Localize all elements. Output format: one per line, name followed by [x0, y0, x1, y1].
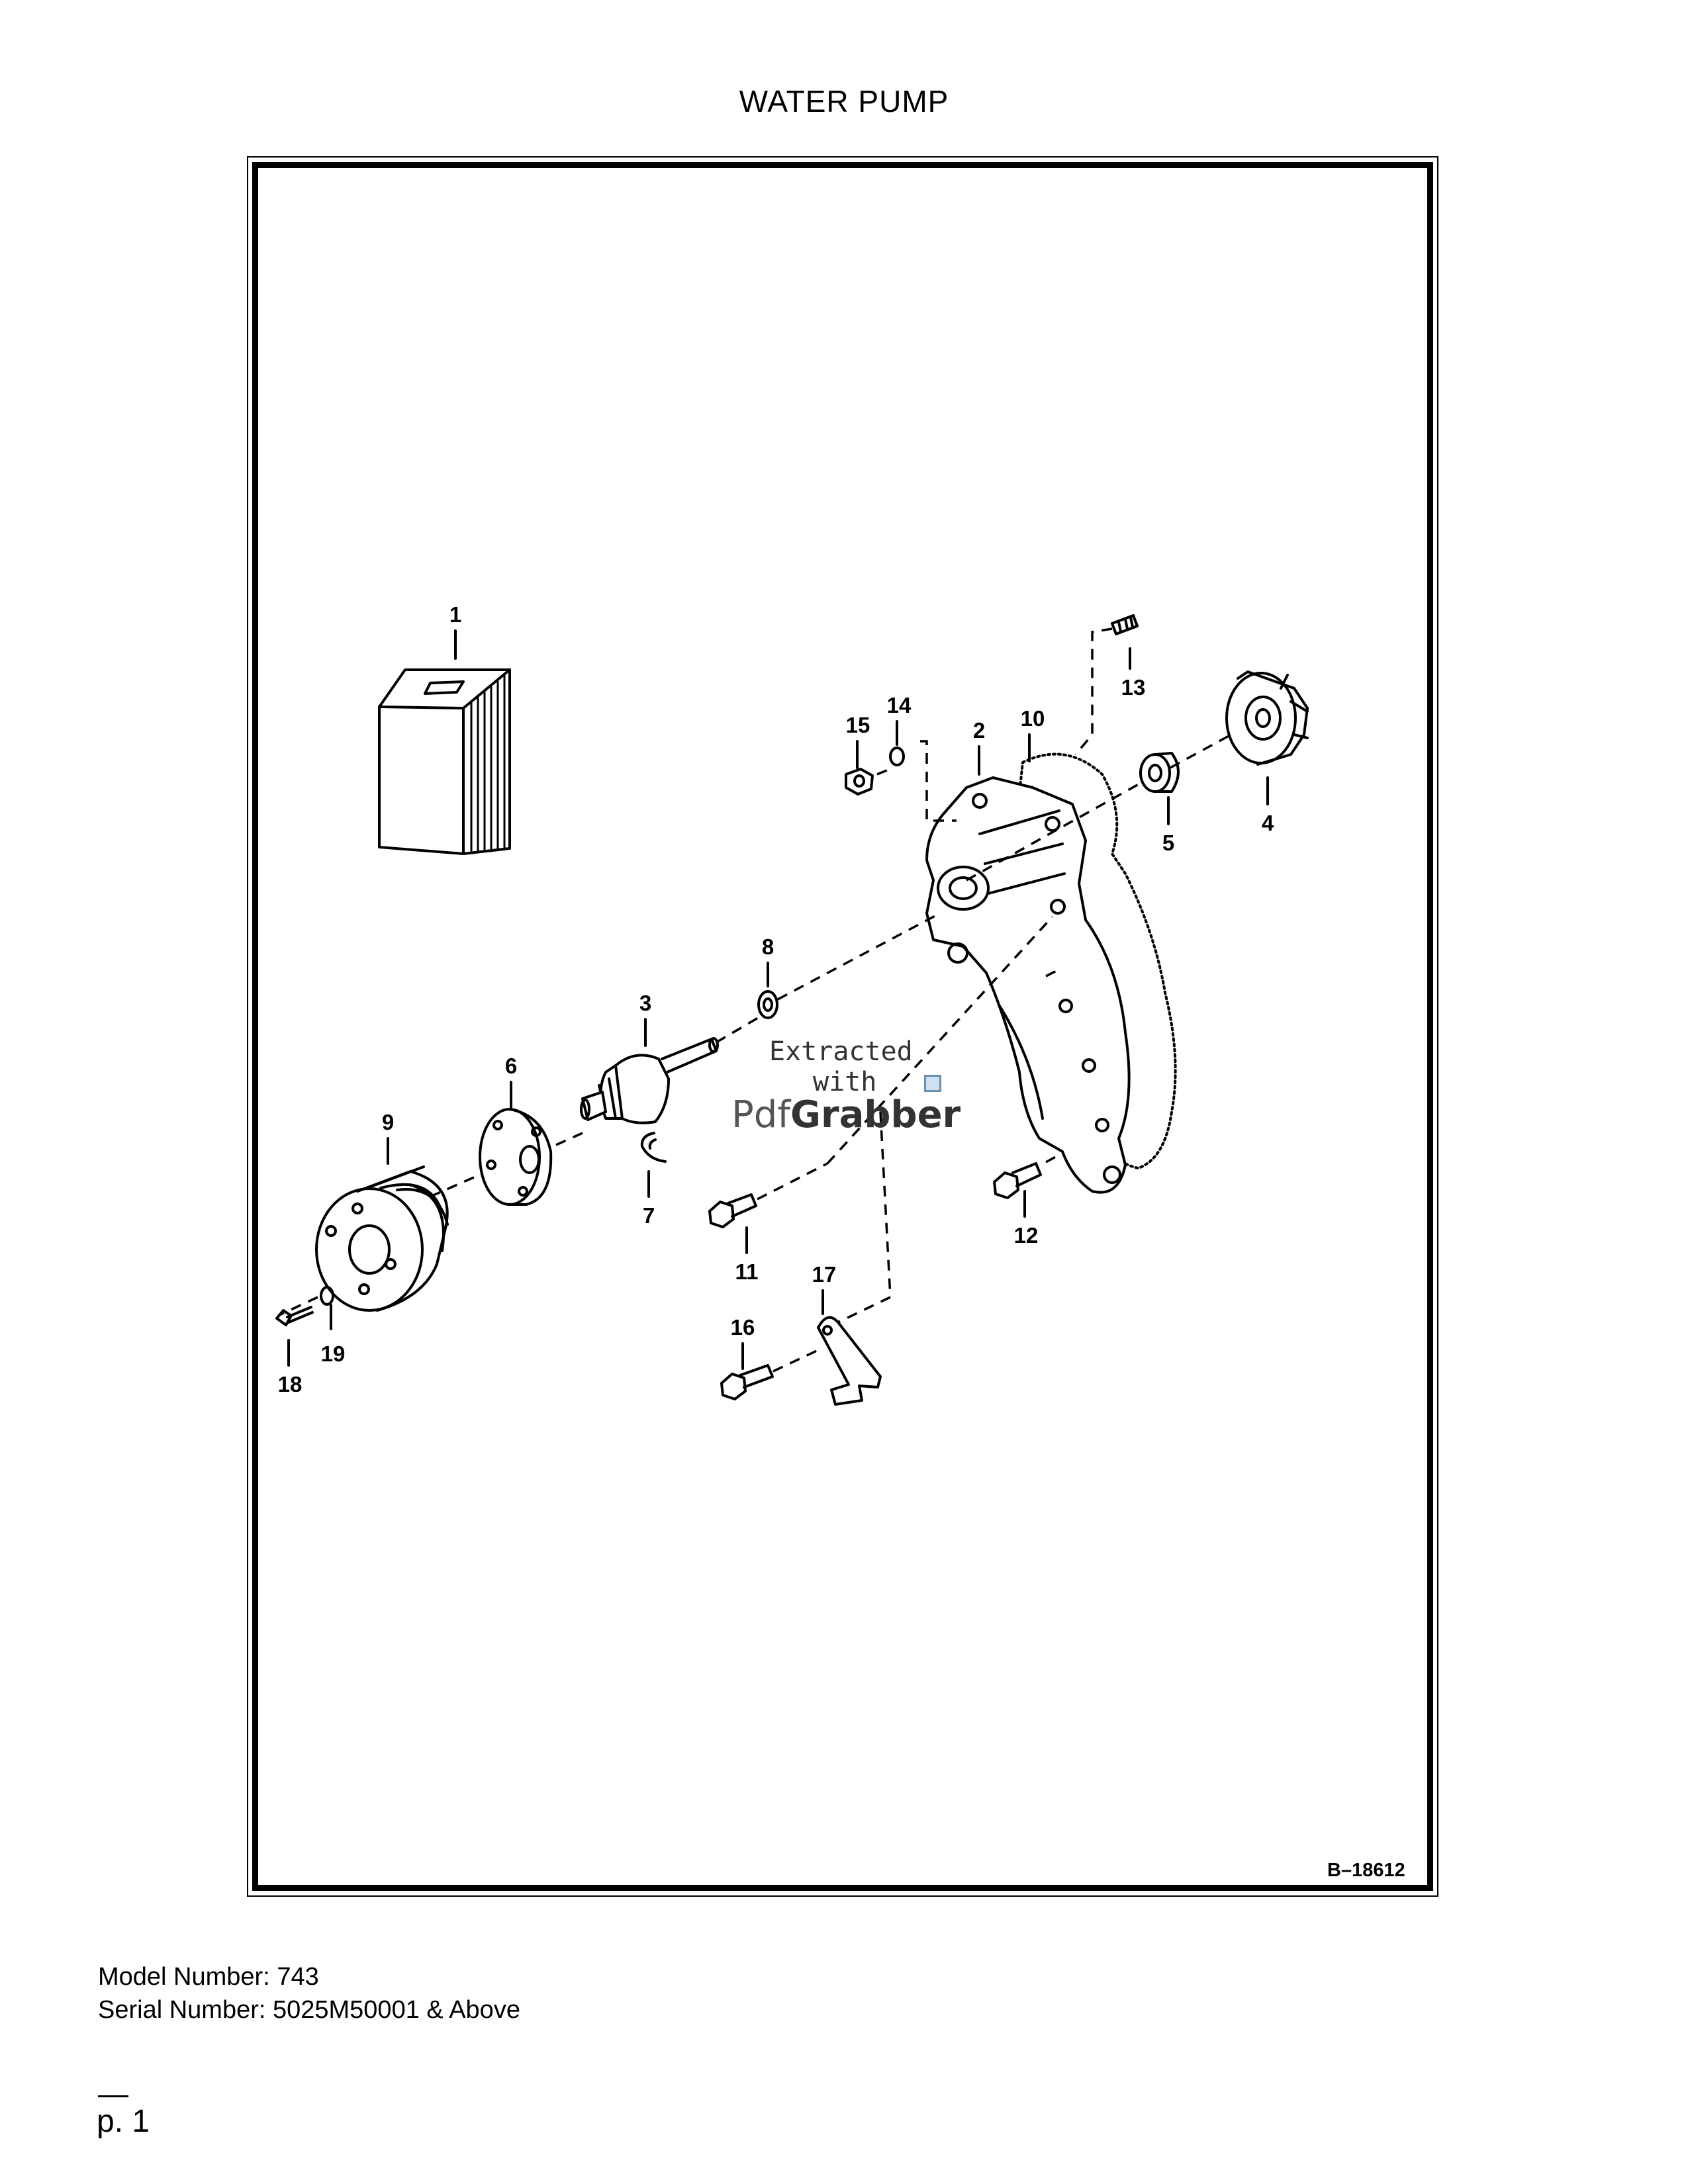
page-number: p. 1	[97, 2104, 150, 2139]
callout-6: 6	[505, 1054, 517, 1078]
callout-19: 19	[321, 1342, 346, 1366]
diagram-frame	[252, 162, 1433, 1891]
callout-11: 11	[735, 1259, 759, 1284]
part-shaft-bearing	[580, 1037, 719, 1124]
callout-5: 5	[1162, 831, 1174, 855]
callout-16: 16	[731, 1315, 755, 1340]
page-divider	[98, 2095, 128, 2097]
part-snap-ring	[640, 1132, 667, 1163]
callout-leaders	[287, 629, 1269, 1370]
diagram-frame-outer	[247, 156, 1438, 1897]
part-kit-box	[378, 668, 511, 855]
callout-14: 14	[887, 693, 912, 717]
callout-1: 1	[449, 602, 461, 627]
part-bolt-18	[275, 1306, 314, 1326]
watermark-brand-b: Grabber	[790, 1093, 961, 1136]
page-title: WATER PUMP	[739, 84, 949, 118]
callout-8: 8	[762, 934, 774, 959]
part-pump-housing	[925, 752, 1177, 1194]
model-number: Model Number: 743	[98, 1963, 319, 1991]
part-seal	[1139, 752, 1180, 793]
part-bolt-12	[993, 1162, 1042, 1199]
watermark-brand: PdfGrabber	[731, 1093, 961, 1136]
callout-13: 13	[1121, 675, 1146, 700]
callout-7: 7	[643, 1203, 655, 1228]
part-nut-15	[845, 768, 874, 796]
watermark-logo-icon	[924, 1075, 941, 1092]
callout-2: 2	[973, 718, 985, 743]
watermark-brand-a: Pdf	[731, 1093, 791, 1136]
part-lock-washer-14	[889, 747, 905, 766]
part-washer-8	[757, 990, 778, 1019]
callout-17: 17	[812, 1262, 837, 1287]
serial-number: Serial Number: 5025M50001 & Above	[98, 1996, 520, 2024]
assembly-lines	[277, 627, 1232, 1373]
callout-12: 12	[1014, 1223, 1039, 1248]
watermark-line-1: Extracted	[769, 1036, 913, 1067]
part-pulley	[315, 1165, 449, 1312]
model-info: Model Number: 743 Serial Number: 5025M50…	[98, 1960, 520, 2026]
callout-3: 3	[639, 991, 651, 1015]
drawing-code: B–18612	[1327, 1860, 1405, 1881]
part-impeller	[1225, 670, 1309, 766]
callout-15: 15	[846, 713, 870, 737]
part-stud	[1111, 614, 1139, 635]
callout-10: 10	[1021, 706, 1045, 731]
part-washer-19	[320, 1286, 334, 1306]
watermark-line-2: with	[813, 1067, 877, 1097]
part-bracket	[817, 1316, 882, 1406]
part-hub	[479, 1108, 553, 1206]
part-bolt-16	[720, 1364, 774, 1400]
callout-9: 9	[382, 1110, 394, 1134]
callout-4: 4	[1262, 811, 1274, 835]
part-bolt-11	[708, 1193, 757, 1228]
callout-18: 18	[278, 1372, 303, 1396]
callout-numbers: 1 2 3 4 5 6 7 8 9 10 11 12 13 14 15 16 1…	[278, 602, 1274, 1396]
